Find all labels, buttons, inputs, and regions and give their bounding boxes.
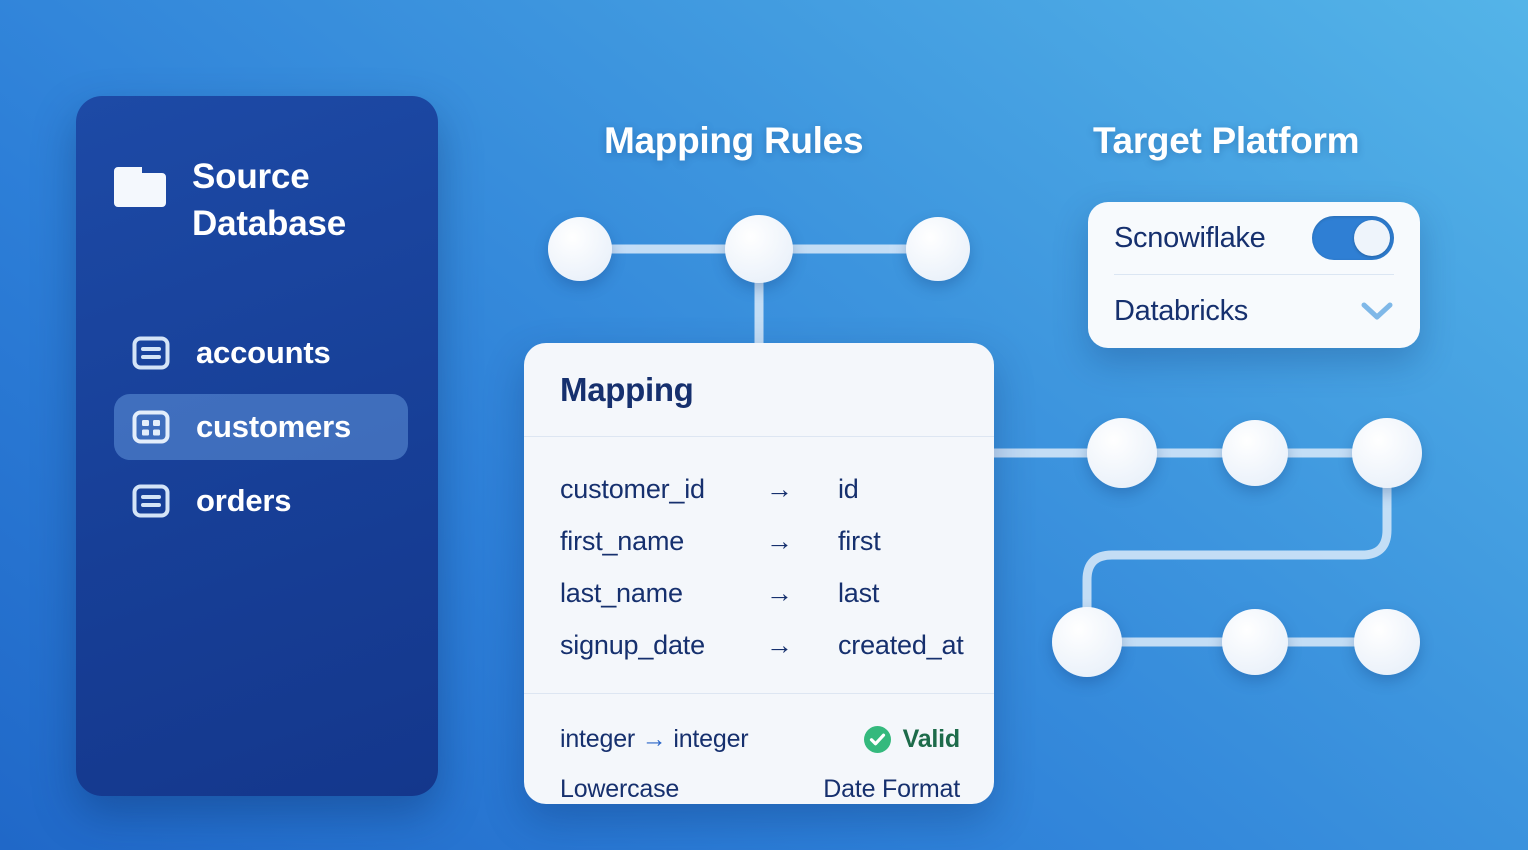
mapping-card-footer: integer → integer Valid Lowercase Date F… [524, 694, 994, 804]
mapping-rows: customer_id → id first_name → first last… [524, 437, 994, 671]
type-status-row: integer → integer Valid [524, 714, 994, 764]
transform-row: Lowercase Date Format [524, 764, 994, 804]
sidebar-item-customers[interactable]: customers [114, 393, 408, 460]
sidebar-item-label: orders [196, 482, 292, 518]
sidebar-item-orders[interactable]: orders [114, 468, 408, 534]
target-field: id [838, 473, 859, 504]
source-field: first_name [560, 525, 685, 556]
source-database-panel: Source Database accounts [76, 96, 438, 796]
sidebar-item-label: accounts [196, 334, 331, 370]
target-node-6[interactable] [1354, 609, 1420, 675]
target-field: created_at [838, 629, 964, 660]
list-table-icon [132, 336, 170, 370]
platform-label: Databricks [1114, 294, 1248, 327]
source-field: customer_id [560, 473, 705, 504]
arrow-icon: → [766, 629, 793, 660]
platform-label: Scnowiflake [1114, 221, 1266, 254]
card-divider-bottom [524, 693, 994, 694]
sidebar-item-label: customers [196, 408, 351, 444]
folder-icon [114, 167, 166, 207]
chevron-down-icon[interactable] [1360, 300, 1394, 322]
rules-node-1[interactable] [548, 217, 612, 281]
title-line-2: Database [192, 203, 347, 243]
type-to: integer [673, 724, 749, 753]
mapping-row[interactable]: last_name → last [524, 567, 994, 619]
title-line-1: Source [192, 157, 310, 196]
arrow-icon: → [766, 473, 793, 504]
transform-left: Lowercase [560, 774, 680, 803]
mapping-rules-heading: Mapping Rules [604, 120, 864, 161]
mapping-row[interactable]: customer_id → id [524, 463, 994, 515]
target-node-4[interactable] [1052, 607, 1122, 677]
target-node-1[interactable] [1087, 418, 1157, 488]
mapping-card-title: Mapping [560, 371, 694, 408]
type-conversion: integer → integer [560, 724, 749, 754]
mapping-row[interactable]: signup_date → created_at [524, 619, 994, 671]
source-database-title: Source Database [192, 154, 346, 248]
source-field: signup_date [560, 629, 705, 660]
mapping-row[interactable]: first_name → first [524, 515, 994, 567]
table-list: accounts customers orders [114, 320, 408, 534]
card-divider-top [524, 436, 994, 437]
list-table-icon [132, 484, 170, 518]
target-platform-panel: Scnowiflake Databricks [1088, 202, 1420, 348]
target-node-3[interactable] [1352, 418, 1422, 488]
platform-divider [1114, 274, 1394, 275]
mapping-card: Mapping customer_id → id first_name → fi… [524, 343, 994, 804]
grid-table-icon [132, 410, 170, 444]
arrow-icon: → [766, 525, 793, 556]
platform-option-snowflake[interactable]: Scnowiflake [1114, 202, 1394, 274]
target-platform-heading: Target Platform [1093, 120, 1360, 161]
target-field: last [838, 577, 880, 608]
target-node-2[interactable] [1222, 420, 1288, 486]
rules-node-3[interactable] [906, 217, 970, 281]
status-badge: Valid [863, 724, 961, 754]
target-node-5[interactable] [1222, 609, 1288, 675]
rules-node-2[interactable] [725, 215, 793, 283]
toggle-knob [1354, 220, 1390, 256]
source-database-header: Source Database [114, 154, 408, 248]
type-arrow-icon: → [641, 724, 667, 753]
target-field: first [838, 525, 881, 556]
type-from: integer [560, 724, 636, 753]
sidebar-item-accounts[interactable]: accounts [114, 320, 408, 386]
platform-option-databricks[interactable]: Databricks [1114, 275, 1394, 347]
source-field: last_name [560, 577, 683, 608]
check-circle-icon [863, 725, 891, 753]
arrow-icon: → [766, 577, 793, 608]
transform-right: Date Format [823, 774, 960, 803]
snowflake-toggle[interactable] [1312, 216, 1394, 260]
wire-serpentine [1082, 448, 1392, 647]
status-label: Valid [902, 724, 961, 753]
